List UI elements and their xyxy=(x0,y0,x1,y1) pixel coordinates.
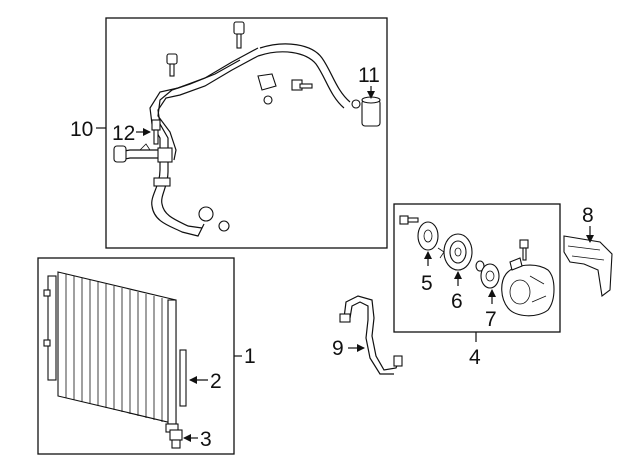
left-fitting xyxy=(113,145,127,163)
bolt-12 xyxy=(151,119,161,131)
condenser-fins xyxy=(65,274,171,424)
condenser-group: 1 2 3 xyxy=(37,257,256,455)
hose-9-fitting-top xyxy=(339,313,351,323)
hose-assembly-group: 10 11 12 xyxy=(70,17,388,249)
o-ring-bottom xyxy=(218,220,230,232)
field-coil xyxy=(480,263,500,289)
hose-assembly-box xyxy=(105,17,388,249)
desiccant-cartridge xyxy=(179,349,187,407)
hose-clamp xyxy=(153,177,171,187)
callout-12: 12 xyxy=(112,122,135,145)
compressor-valve-bolt xyxy=(519,239,529,249)
compressor-group: 5 6 7 4 xyxy=(393,203,561,369)
callout-3: 3 xyxy=(200,428,212,451)
callout-8: 8 xyxy=(582,204,594,227)
drain-plug xyxy=(169,429,183,441)
callout-6: 6 xyxy=(451,290,463,313)
clutch-hub xyxy=(417,221,439,251)
compressor-hose xyxy=(343,295,401,371)
callout-2: 2 xyxy=(210,370,222,393)
callout-10: 10 xyxy=(70,118,93,141)
service-port xyxy=(257,73,277,91)
condenser-core xyxy=(57,271,177,425)
compressor-bracket xyxy=(563,235,613,297)
condenser-left-tank xyxy=(47,275,57,381)
callout-11: 11 xyxy=(358,64,380,87)
hose-9-group: 9 xyxy=(332,295,403,375)
suction-hose-line xyxy=(259,43,351,103)
compressor-bolt xyxy=(399,215,409,225)
callout-5: 5 xyxy=(421,272,433,295)
callout-4: 4 xyxy=(469,346,481,369)
callout-1: 1 xyxy=(244,345,256,368)
cap-fitting-top xyxy=(233,21,245,35)
bracket-group: 8 xyxy=(563,204,613,297)
callout-9: 9 xyxy=(332,337,344,360)
receiver-bottle xyxy=(361,99,381,127)
cap-fitting-left xyxy=(166,53,178,65)
junction-block xyxy=(157,147,173,163)
condenser-right-tank xyxy=(167,299,177,425)
hose-9-fitting-bottom xyxy=(393,355,403,367)
o-ring-receiver xyxy=(351,99,361,109)
compressor-box xyxy=(393,203,561,333)
compressor-body xyxy=(501,264,555,317)
callout-7: 7 xyxy=(485,308,497,331)
switch-connector xyxy=(509,257,523,271)
discharge-hose xyxy=(151,150,205,237)
snap-ring xyxy=(475,260,485,272)
bottom-fitting xyxy=(198,206,214,222)
